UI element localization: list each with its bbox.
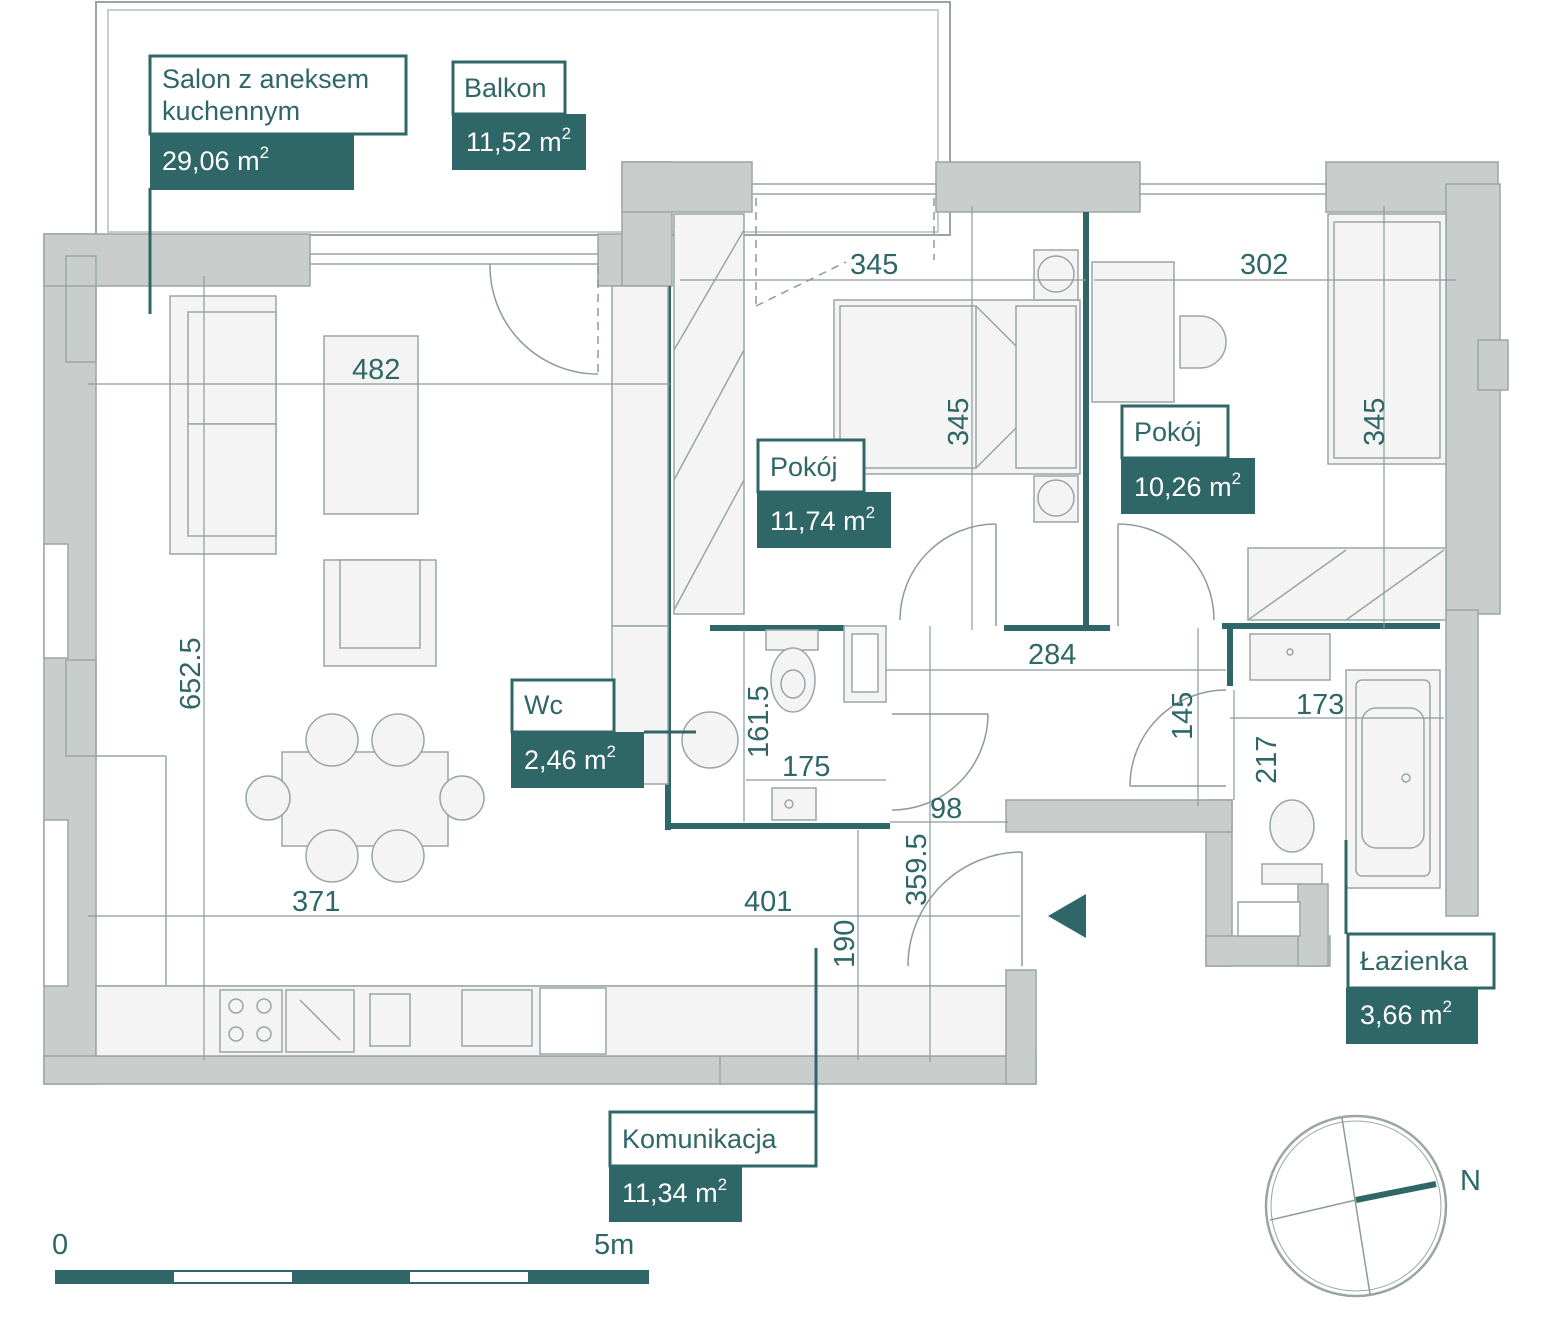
- room-area-wc: 2,46 m: [524, 745, 607, 775]
- room-name-balkon: Balkon: [464, 73, 547, 103]
- dim-175: 175: [782, 751, 830, 783]
- room-area-lazienka: 3,66 m: [1360, 1000, 1443, 1030]
- dim-284: 284: [1028, 639, 1076, 671]
- room-area-salon: 29,06 m: [162, 146, 260, 176]
- room-area-pokoj-1: 11,74 m: [770, 506, 866, 536]
- walls: [43, 161, 1509, 1085]
- room-name-pokoj-2: Pokój: [1134, 417, 1202, 447]
- dim-302: 302: [1240, 249, 1288, 281]
- svg-text:11,52 m2: 11,52 m2: [466, 124, 571, 157]
- dim-359: 359.5: [901, 833, 933, 906]
- furniture: [95, 183, 1447, 1057]
- dim-482: 482: [352, 354, 400, 386]
- dim-161: 161.5: [743, 685, 775, 758]
- room-area-pokoj-2: 10,26 m: [1134, 472, 1232, 502]
- label-salon: Salon z aneksem kuchennym 29,06 m2: [148, 54, 408, 314]
- compass-ring: [1264, 1114, 1448, 1298]
- svg-text:2,46 m2: 2,46 m2: [524, 742, 616, 775]
- dim-98: 98: [930, 793, 962, 825]
- label-pokoj-1: Pokój 11,74 m2: [756, 438, 891, 548]
- svg-text:11,74 m2: 11,74 m2: [770, 503, 875, 536]
- dim-190: 190: [829, 920, 861, 968]
- svg-text:10,26 m2: 10,26 m2: [1134, 469, 1241, 502]
- dim-401: 401: [744, 886, 792, 918]
- label-lazienka: Łazienka 3,66 m2: [1344, 840, 1496, 1044]
- svg-text:3,66 m2: 3,66 m2: [1360, 997, 1452, 1030]
- room-name-salon-2: kuchennym: [162, 96, 300, 126]
- room-name-pokoj-1: Pokój: [770, 452, 838, 482]
- room-area-balkon: 11,52 m: [466, 127, 562, 157]
- dimension-labels: 482 345 302 284 175 173 98 371 401 345 3…: [175, 249, 1391, 968]
- dim-371: 371: [292, 886, 340, 918]
- entrance-arrow-icon: [1048, 894, 1086, 938]
- compass: N: [1264, 1114, 1481, 1298]
- compass-north-label: N: [1460, 1165, 1481, 1197]
- dim-345-right: 345: [1359, 398, 1391, 446]
- dim-145: 145: [1167, 692, 1199, 740]
- label-balkon: Balkon 11,52 m2: [451, 60, 586, 170]
- scale-start-label: 0: [52, 1229, 68, 1261]
- dim-345-bed: 345: [943, 398, 975, 446]
- room-name-salon-1: Salon z aneksem: [162, 64, 369, 94]
- dim-217: 217: [1251, 736, 1283, 784]
- scale-end-label: 5m: [594, 1229, 634, 1261]
- door-swings: [489, 198, 1227, 967]
- label-wc: Wc 2,46 m2: [510, 678, 696, 788]
- dim-173: 173: [1296, 689, 1344, 721]
- room-name-lazienka: Łazienka: [1360, 946, 1469, 976]
- room-area-komunikacja: 11,34 m: [622, 1178, 718, 1208]
- compass-needle-icon: [1355, 1181, 1437, 1203]
- svg-text:29,06 m2: 29,06 m2: [162, 143, 269, 176]
- scale-bar: 0 5m: [52, 1229, 649, 1284]
- room-name-wc: Wc: [524, 690, 563, 720]
- dimension-lines: [88, 206, 1456, 1062]
- dim-652: 652.5: [175, 637, 207, 710]
- label-pokoj-2: Pokój 10,26 m2: [1120, 404, 1255, 514]
- dim-345-top: 345: [850, 249, 898, 281]
- svg-text:11,34 m2: 11,34 m2: [622, 1175, 727, 1208]
- room-name-komunikacja: Komunikacja: [622, 1124, 778, 1154]
- label-komunikacja: Komunikacja 11,34 m2: [608, 948, 818, 1222]
